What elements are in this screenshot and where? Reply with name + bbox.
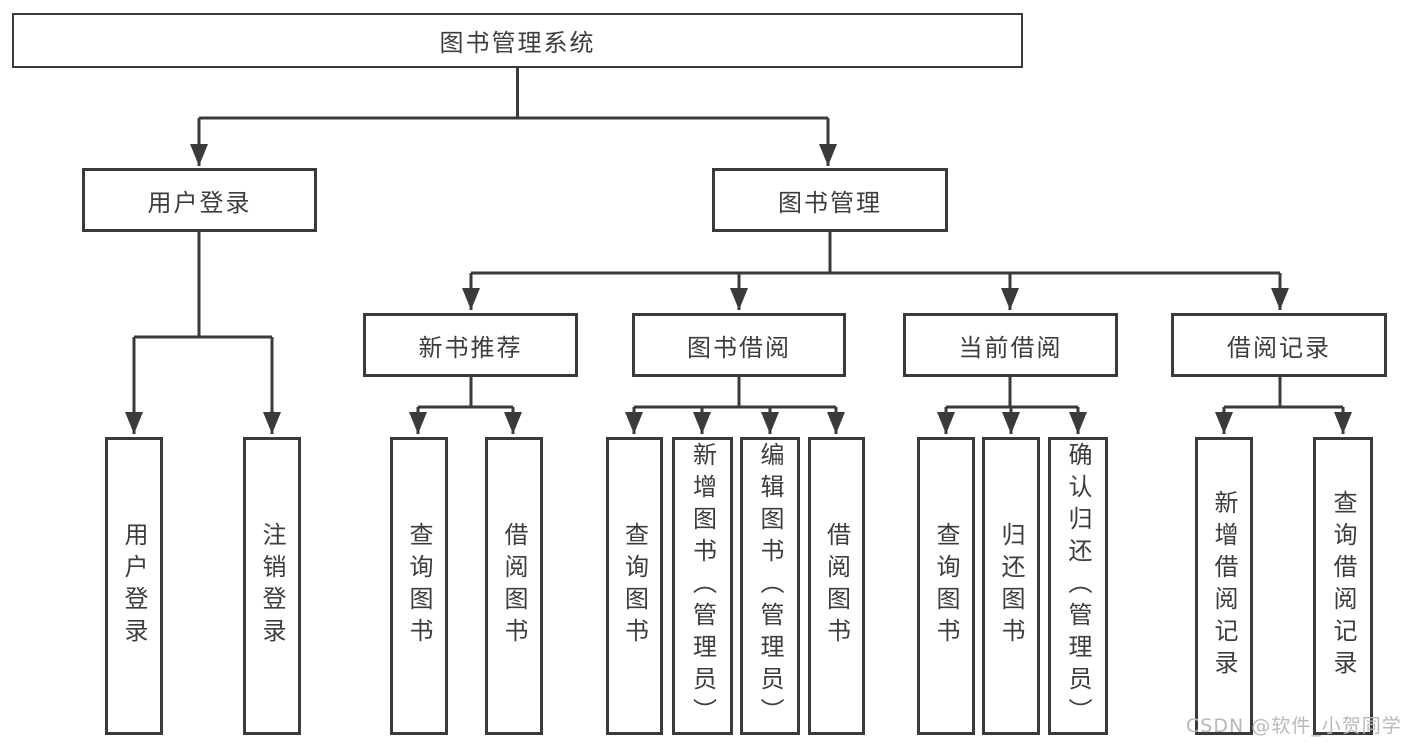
node-user-login: 用户登录 bbox=[82, 168, 317, 232]
leaf-logout: 注销登录 bbox=[243, 437, 301, 735]
leaf-borrow-books: 借阅图书 bbox=[808, 437, 865, 735]
leaf-add-books-admin: 新增图书（管理员） bbox=[672, 437, 733, 735]
leaf-edit-books-admin: 编辑图书（管理员） bbox=[740, 437, 800, 735]
node-book-management: 图书管理 bbox=[712, 168, 948, 232]
node-root: 图书管理系统 bbox=[12, 13, 1023, 68]
leaf-query-borrow-record: 查询借阅记录 bbox=[1313, 437, 1373, 735]
node-new-book-recommend: 新书推荐 bbox=[363, 313, 578, 377]
leaf-query-books-borrow: 查询图书 bbox=[606, 437, 663, 735]
csdn-watermark: CSDN @软件_小贺同学 bbox=[1186, 715, 1402, 737]
leaf-add-borrow-record: 新增借阅记录 bbox=[1195, 437, 1253, 735]
leaf-borrow-books-recommend: 借阅图书 bbox=[485, 437, 543, 735]
leaf-return-books: 归还图书 bbox=[982, 437, 1040, 735]
leaf-confirm-return-admin: 确认归还（管理员） bbox=[1048, 437, 1108, 735]
leaf-query-books-current: 查询图书 bbox=[917, 437, 975, 735]
leaf-user-login: 用户登录 bbox=[105, 437, 163, 735]
leaf-query-books-recommend: 查询图书 bbox=[390, 437, 448, 735]
node-book-borrow: 图书借阅 bbox=[632, 313, 846, 377]
node-current-borrow: 当前借阅 bbox=[903, 313, 1118, 377]
node-borrow-records: 借阅记录 bbox=[1171, 313, 1387, 377]
